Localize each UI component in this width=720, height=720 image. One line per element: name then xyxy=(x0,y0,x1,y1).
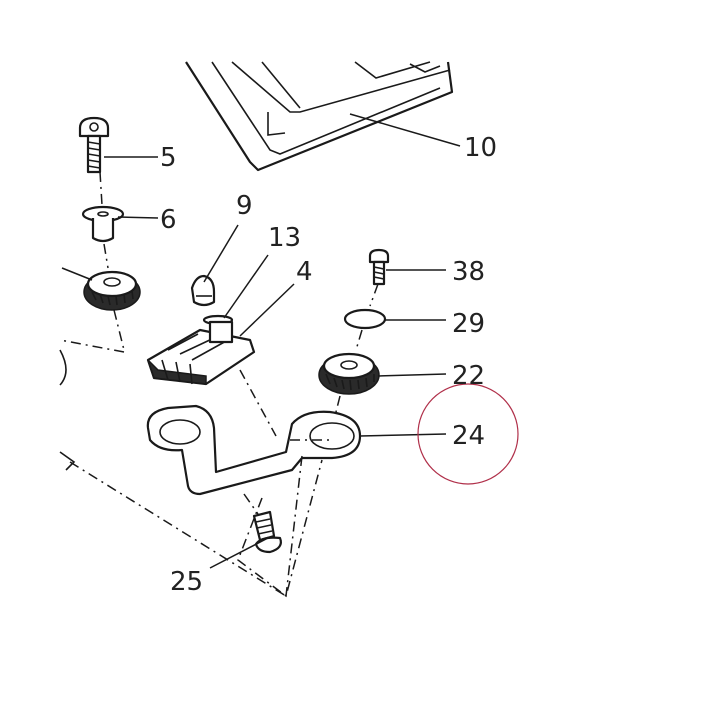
part-9-nut xyxy=(190,274,216,307)
callout-13: 13 xyxy=(268,223,301,253)
part-4-connector xyxy=(146,320,277,437)
callout-10: 10 xyxy=(464,133,497,163)
callout-29: 29 xyxy=(452,309,485,339)
callout-5: 5 xyxy=(160,143,177,173)
callout-4: 4 xyxy=(296,257,313,287)
part-22-gear xyxy=(318,352,380,421)
callout-6: 6 xyxy=(160,205,177,235)
part-6-bushing xyxy=(81,205,125,269)
left-edge-fragments xyxy=(59,349,287,597)
callout-25: 25 xyxy=(170,567,203,597)
callout-24-highlight-ring xyxy=(417,383,519,485)
part-25-screw xyxy=(243,493,282,554)
part-38-screw xyxy=(368,248,390,307)
callout-9: 9 xyxy=(236,191,253,221)
assembly-centerlines xyxy=(237,455,323,598)
leader-lines xyxy=(61,113,461,569)
left-gear xyxy=(59,270,141,353)
callout-24: 24 xyxy=(452,421,485,451)
callout-22: 22 xyxy=(452,361,485,391)
part-24-bracket xyxy=(146,404,362,496)
part-10-housing xyxy=(185,61,454,172)
part-29-washer xyxy=(343,308,387,351)
part-5-screw xyxy=(78,116,110,206)
callout-38: 38 xyxy=(452,257,485,287)
